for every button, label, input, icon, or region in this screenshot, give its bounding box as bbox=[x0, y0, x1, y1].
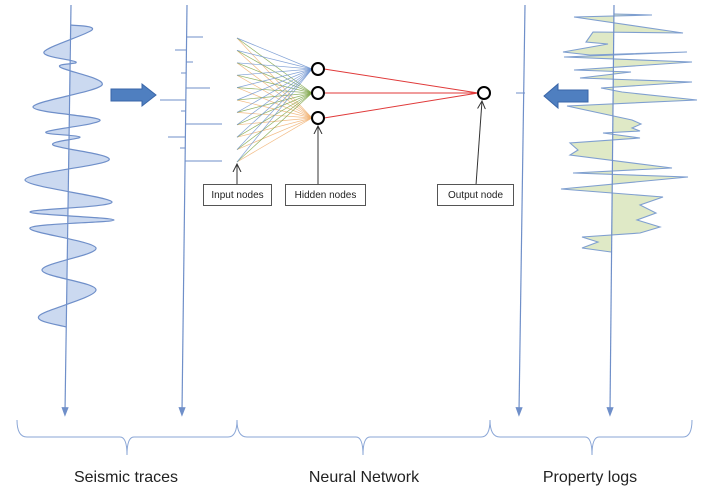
property-log bbox=[560, 13, 698, 253]
log-axis-left bbox=[515, 4, 526, 417]
input-to-hidden-connection bbox=[236, 92, 313, 163]
input-to-hidden-connection bbox=[236, 68, 313, 150]
seismic-trace-axis bbox=[61, 4, 72, 417]
input-to-hidden-connection bbox=[236, 62, 313, 70]
input-to-hidden-connection bbox=[236, 68, 313, 88]
hidden-to-output-connection bbox=[323, 92, 479, 119]
input-to-hidden-connection bbox=[236, 68, 313, 101]
sampled-trace bbox=[160, 36, 222, 162]
input-to-hidden-connection bbox=[236, 37, 313, 94]
input-to-hidden-connection bbox=[236, 117, 313, 163]
input-to-hidden-connection bbox=[236, 68, 313, 76]
sampled-trace-axis bbox=[178, 4, 188, 417]
property-log-line bbox=[560, 13, 698, 253]
seismic-trace-line bbox=[24, 24, 115, 328]
hidden-node bbox=[311, 111, 325, 125]
brackets bbox=[16, 419, 693, 456]
input-to-hidden-connection bbox=[236, 74, 313, 94]
bracket-network bbox=[236, 419, 491, 456]
bracket-seismic bbox=[16, 419, 238, 456]
input-to-hidden-connection bbox=[236, 92, 313, 150]
bracket-logs bbox=[489, 419, 693, 456]
output-node bbox=[477, 86, 491, 100]
output-pointer bbox=[475, 101, 482, 186]
input-to-hidden-connection bbox=[236, 117, 313, 150]
hidden-nodes-label: Hidden nodes bbox=[285, 184, 366, 206]
input-nodes-label: Input nodes bbox=[203, 184, 272, 206]
input-to-hidden-connection bbox=[236, 68, 313, 138]
input-to-hidden-connection bbox=[236, 37, 313, 70]
input-to-hidden-connection bbox=[236, 50, 313, 94]
hidden-node bbox=[311, 86, 325, 100]
hidden-to-output-connection bbox=[323, 68, 479, 94]
input-to-hidden-connection bbox=[236, 62, 313, 94]
output-node-label: Output node bbox=[437, 184, 514, 206]
seismic-trace bbox=[24, 24, 115, 328]
property-logs-label: Property logs bbox=[542, 469, 638, 486]
hidden-node bbox=[311, 62, 325, 76]
left-arrow-icon bbox=[543, 82, 589, 110]
input-to-hidden-connection bbox=[236, 68, 313, 126]
property-log-axis bbox=[606, 4, 615, 417]
property-log-fill bbox=[561, 14, 697, 252]
input-to-hidden-connection bbox=[236, 50, 313, 70]
seismic-traces-label: Seismic traces bbox=[73, 469, 179, 486]
neural-network bbox=[236, 37, 491, 163]
neural-network-label: Neural Network bbox=[308, 469, 420, 486]
input-to-hidden-connection bbox=[236, 68, 313, 113]
input-to-hidden-connection bbox=[236, 68, 313, 163]
right-arrow-icon bbox=[110, 82, 157, 108]
